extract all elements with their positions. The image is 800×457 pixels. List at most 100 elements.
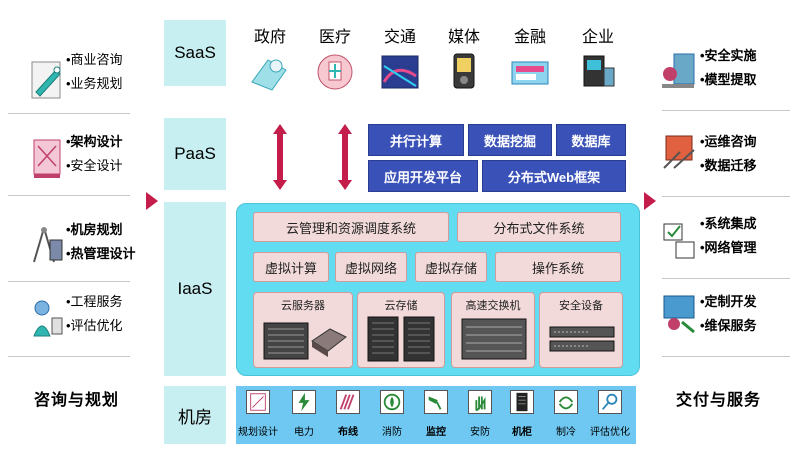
switch-icon xyxy=(461,318,527,360)
right-arrow xyxy=(644,192,656,210)
machine-room-strip: 规划设计 电力 布线 消防 监控 安防 机柜 制冷 评估优化 xyxy=(236,386,636,444)
architecture-icon xyxy=(33,139,61,178)
left-item-business-planning: •业务规划 xyxy=(66,76,123,91)
fire-icon xyxy=(380,390,404,414)
room-item-label: 安防 xyxy=(470,427,490,438)
room-item-label: 布线 xyxy=(338,427,358,438)
hw-label: 云服务器 xyxy=(281,300,325,312)
room-item-cooling: 制冷 xyxy=(546,390,586,438)
storage-icon xyxy=(367,316,435,362)
right-divider-2 xyxy=(662,196,790,197)
room-item-label: 评估优化 xyxy=(590,427,630,438)
right-item-system-integration: •系统集成 xyxy=(700,216,757,231)
consulting-icon xyxy=(31,61,61,99)
iaas-virtual-network: 虚拟网络 xyxy=(335,252,407,282)
right-divider-1 xyxy=(662,110,790,111)
cabinet-icon xyxy=(510,390,534,414)
iaas-distributed-file-system: 分布式文件系统 xyxy=(457,212,621,242)
left-title: 咨询与规划 xyxy=(34,392,120,409)
right-item-custom-development: •定制开发 xyxy=(700,294,757,309)
government-icon xyxy=(251,59,287,91)
hw-label: 云存储 xyxy=(384,300,418,312)
iaas-security-device: 安全设备 xyxy=(539,292,623,368)
media-icon xyxy=(453,53,475,89)
saas-domain-label: 企业 xyxy=(581,29,614,46)
room-item-label: 规划设计 xyxy=(238,427,278,438)
saas-domain-medical: 医疗 xyxy=(305,26,365,97)
saas-domain-label: 金融 xyxy=(513,29,546,46)
planning-icon xyxy=(246,390,270,414)
saas-domain-finance: 金融 xyxy=(500,26,560,97)
right-item-network-management: •网络管理 xyxy=(700,240,757,255)
left-divider-3 xyxy=(8,281,130,282)
monitoring-icon xyxy=(424,390,448,414)
magnifier-icon xyxy=(598,390,622,414)
iaas-cloud-management: 云管理和资源调度系统 xyxy=(253,212,449,242)
room-item-cabinet: 机柜 xyxy=(502,390,542,438)
hand-icon xyxy=(468,390,492,414)
iaas-operating-system: 操作系统 xyxy=(495,252,621,282)
room-item-security: 安防 xyxy=(460,390,500,438)
left-item-evaluation-optimization: •评估优化 xyxy=(66,318,123,333)
right-divider-4 xyxy=(662,356,790,357)
left-item-room-planning: •机房规划 xyxy=(66,222,123,237)
server-icon xyxy=(263,322,347,360)
datacenter-planning-icon xyxy=(33,227,63,263)
power-icon xyxy=(292,390,316,414)
room-item-label: 消防 xyxy=(382,427,402,438)
room-item-fire: 消防 xyxy=(372,390,412,438)
iaas-high-speed-switch: 高速交换机 xyxy=(451,292,535,368)
left-item-security-design: •安全设计 xyxy=(66,158,123,173)
ops-consulting-icon xyxy=(663,135,695,169)
left-item-engineering-service: •工程服务 xyxy=(66,294,123,309)
security-device-icon xyxy=(549,326,615,352)
transport-icon xyxy=(381,55,419,89)
hw-label: 安全设备 xyxy=(559,300,603,312)
saas-paas-arrow-left xyxy=(273,124,287,190)
layer-iaas: IaaS xyxy=(164,202,226,376)
iaas-cloud-server: 云服务器 xyxy=(253,292,353,368)
saas-domain-government: 政府 xyxy=(240,26,300,97)
room-item-monitoring: 监控 xyxy=(416,390,456,438)
engineering-icon xyxy=(33,300,63,337)
left-item-business-consulting: •商业咨询 xyxy=(66,52,123,67)
layer-saas: SaaS xyxy=(164,20,226,86)
saas-domain-transport: 交通 xyxy=(370,26,430,97)
iaas-virtual-storage: 虚拟存储 xyxy=(415,252,487,282)
left-item-thermal-design: •热管理设计 xyxy=(66,246,136,261)
saas-domain-label: 政府 xyxy=(253,29,286,46)
left-divider-1 xyxy=(8,113,130,114)
right-item-data-migration: •数据迁移 xyxy=(700,158,757,173)
paas-distributed-web-framework: 分布式Web框架 xyxy=(482,160,626,192)
saas-domain-media: 媒体 xyxy=(434,26,494,97)
security-implementation-icon xyxy=(662,53,695,88)
saas-domain-label: 媒体 xyxy=(447,29,480,46)
layer-room: 机房 xyxy=(164,386,226,444)
room-item-label: 电力 xyxy=(294,427,314,438)
saas-domain-label: 医疗 xyxy=(318,29,351,46)
room-item-planning: 规划设计 xyxy=(238,390,278,438)
right-divider-3 xyxy=(662,278,790,279)
hw-label: 高速交换机 xyxy=(465,300,521,312)
right-item-ops-consulting: •运维咨询 xyxy=(700,134,757,149)
room-item-label: 机柜 xyxy=(512,427,532,438)
paas-data-mining: 数据挖掘 xyxy=(468,124,552,156)
cabling-icon xyxy=(336,390,360,414)
room-item-cabling: 布线 xyxy=(328,390,368,438)
left-arrow xyxy=(146,192,158,210)
finance-icon xyxy=(511,61,549,85)
saas-domain-enterprise: 企业 xyxy=(568,26,628,97)
room-item-evaluation: 评估优化 xyxy=(590,390,630,438)
saas-domain-label: 交通 xyxy=(383,29,416,46)
room-item-power: 电力 xyxy=(284,390,324,438)
custom-dev-icon xyxy=(663,295,695,334)
left-item-architecture-design: •架构设计 xyxy=(66,134,123,149)
right-item-security-implementation: •安全实施 xyxy=(700,48,757,63)
paas-parallel-computing: 并行计算 xyxy=(368,124,464,156)
paas-database: 数据库 xyxy=(556,124,626,156)
room-item-label: 制冷 xyxy=(556,427,576,438)
right-item-model-extraction: •模型提取 xyxy=(700,72,757,87)
iaas-panel: 云管理和资源调度系统 分布式文件系统 虚拟计算 虚拟网络 虚拟存储 操作系统 云… xyxy=(236,203,640,376)
left-divider-2 xyxy=(8,195,130,196)
enterprise-icon xyxy=(583,55,615,87)
